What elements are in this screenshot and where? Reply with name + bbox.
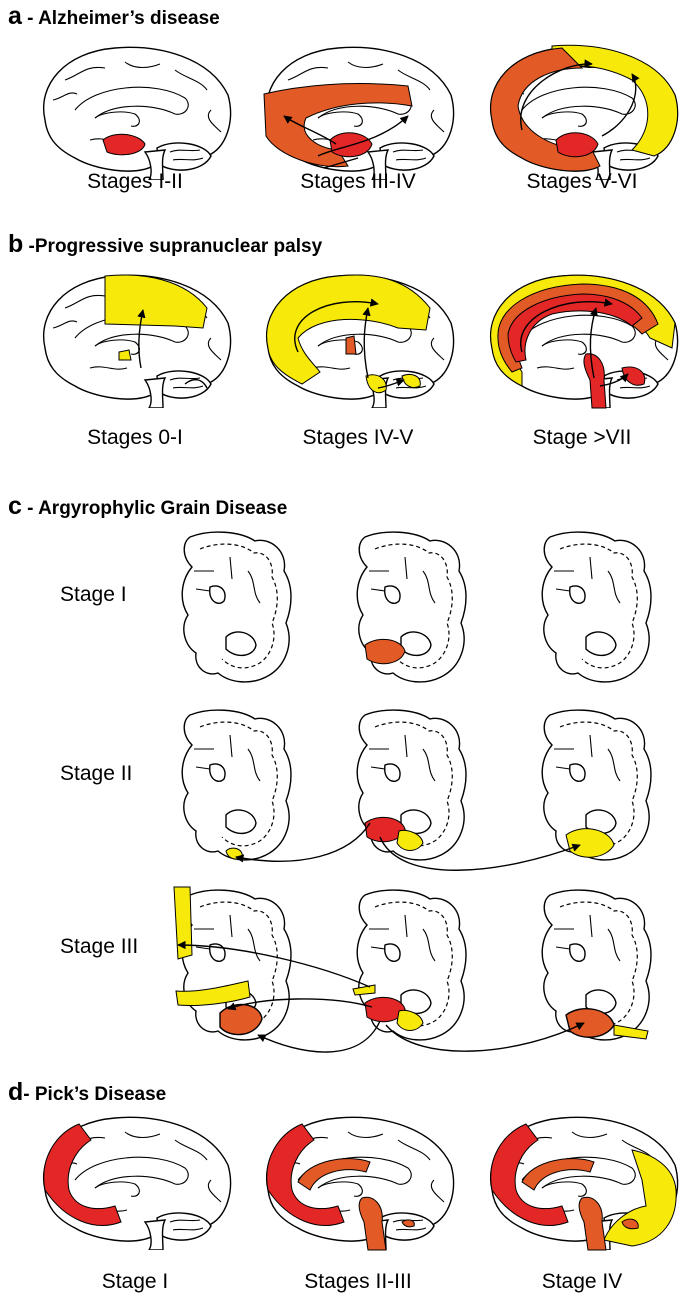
spread-arrows-row-3 <box>177 940 585 1053</box>
dentate-nucleus <box>401 1219 415 1228</box>
cortical-early <box>507 293 643 363</box>
caption-b-2: Stages IV-V <box>302 426 414 449</box>
brainstem-region <box>583 353 607 409</box>
ambient-gyrus <box>364 816 406 843</box>
association-cortex <box>490 47 601 172</box>
section-b-letter: b <box>8 230 24 258</box>
caption-b-1: Stages 0-I <box>87 426 183 449</box>
frontal-region <box>104 274 208 329</box>
hippocampal-region <box>555 132 599 158</box>
dentate-nucleus <box>621 1218 639 1230</box>
section-d-heading: - Pick’s Disease <box>23 1084 167 1105</box>
ambient-gyrus <box>364 638 406 665</box>
brain-b-stage-3 <box>482 268 682 408</box>
hippocampus <box>396 830 424 851</box>
limbic-region <box>297 1158 371 1191</box>
brain-a-stage-2 <box>263 40 458 180</box>
orbitofrontal-cortex <box>175 980 251 1006</box>
section-a-title: a - Alzheimer’s disease <box>8 2 220 31</box>
brainstem-region <box>578 1196 607 1251</box>
neocortex-late <box>551 44 678 157</box>
section-a-letter: a <box>8 2 22 30</box>
section-c-r1-posterior <box>530 527 660 687</box>
brainstem-region <box>358 1196 387 1251</box>
cortical-region <box>266 274 431 385</box>
ambient-gyrus <box>364 996 406 1023</box>
brain-d-stage-1 <box>35 1110 235 1250</box>
hippocampus-tail <box>613 1024 649 1040</box>
section-b-heading: -Progressive supranuclear palsy <box>23 236 323 257</box>
brainstem-region <box>365 374 387 394</box>
frontal-temporal-region <box>490 1123 569 1226</box>
subthalamic-region <box>118 349 132 361</box>
cerebellar-region <box>401 373 421 389</box>
section-d-letter: d <box>8 1078 24 1106</box>
row-label-stage-3: Stage III <box>60 935 139 958</box>
brain-b-stage-1 <box>35 274 235 408</box>
hippocampus <box>396 1010 424 1031</box>
section-c-r1-anterior <box>170 527 300 687</box>
limbic-region <box>263 83 413 168</box>
caption-b-3: Stage >VII <box>532 426 632 449</box>
spread-arrows-row-2 <box>235 822 581 871</box>
hippocampal-region <box>102 133 146 156</box>
caption-a-1: Stages I-II <box>87 170 183 193</box>
brain-b-stage-2 <box>258 274 458 408</box>
brain-a-stage-3 <box>482 44 682 180</box>
row-label-stage-2: Stage II <box>60 762 133 785</box>
section-a-heading: - Alzheimer’s disease <box>21 8 220 29</box>
section-c-r1-middle <box>345 527 475 687</box>
frontal-temporal-region <box>43 1123 122 1226</box>
section-b-title: b -Progressive supranuclear palsy <box>8 230 322 259</box>
brain-a-stage-1 <box>35 40 235 180</box>
brain-d-stage-3 <box>482 1110 682 1250</box>
caption-a-2: Stages III-IV <box>300 170 416 193</box>
caption-d-3: Stage IV <box>541 1270 623 1293</box>
brain-d-stage-2 <box>258 1110 458 1250</box>
caption-d-1: Stage I <box>101 1270 169 1293</box>
caption-a-3: Stages V-VI <box>526 170 638 193</box>
row-label-stage-1: Stage I <box>60 583 127 606</box>
section-c-r2-middle <box>345 705 475 865</box>
section-d-title: d- Pick’s Disease <box>8 1078 166 1107</box>
frontal-temporal-region <box>266 1123 345 1226</box>
caption-d-2: Stages II-III <box>304 1270 412 1293</box>
section-c-heading: - Argyrophylic Grain Disease <box>21 498 288 519</box>
limbic-region <box>521 1158 595 1191</box>
section-c-letter: c <box>8 492 22 520</box>
section-c-title: c - Argyrophylic Grain Disease <box>8 492 287 521</box>
basal-region <box>345 335 357 355</box>
